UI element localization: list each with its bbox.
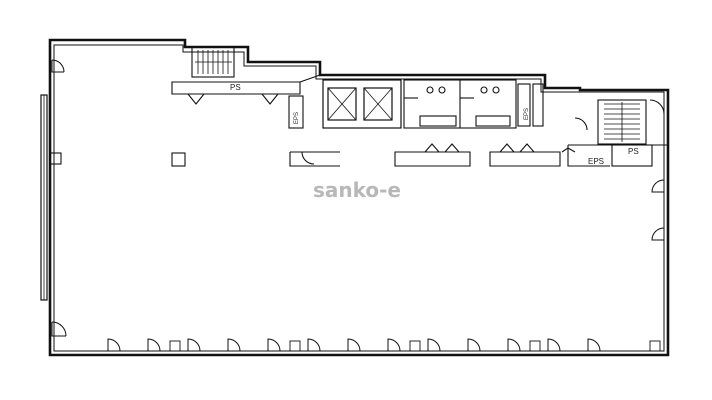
ps-label-right: PS — [628, 147, 639, 156]
elevator-bank — [322, 79, 402, 129]
eps-label: EPS — [588, 157, 604, 166]
left-door-swings — [51, 59, 67, 337]
inner-wall-line — [53, 44, 665, 352]
ps-label-top: PS — [230, 83, 241, 92]
right-core — [567, 99, 668, 167]
bottom-mullions — [169, 340, 661, 352]
eps-shaft-label-right: EPS — [524, 108, 530, 120]
eps-shaft-label-left: EPS — [294, 112, 300, 124]
toilet-block — [403, 79, 544, 129]
watermark: sanko-e — [313, 178, 401, 202]
core-corridor — [289, 143, 576, 167]
right-door-swings — [651, 179, 665, 241]
columns — [49, 152, 186, 167]
bottom-door-swings — [107, 338, 601, 352]
left-core — [171, 46, 321, 129]
